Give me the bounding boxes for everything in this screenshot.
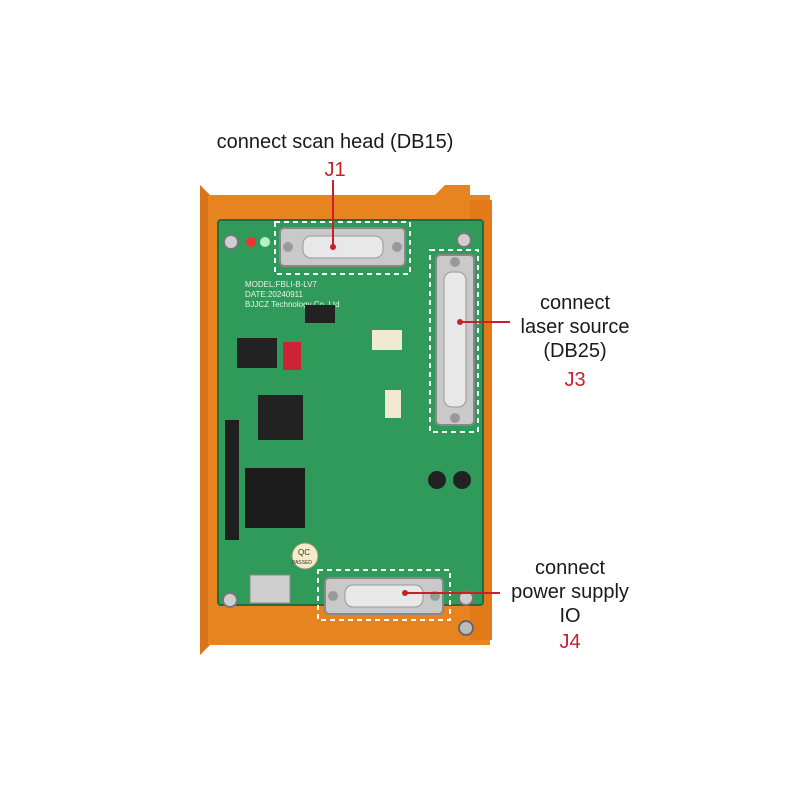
j3-db25-connector <box>435 254 475 426</box>
usb-port <box>249 574 291 604</box>
callout-power-line-3: IO <box>559 605 581 627</box>
screw-icon <box>223 234 239 250</box>
j4-power-io-connector <box>324 577 444 615</box>
qc-text: QC <box>298 548 310 557</box>
fpga-chip <box>245 468 305 528</box>
cpu-chip <box>258 395 303 440</box>
optocoupler <box>385 390 401 418</box>
callout-scan-head-code: J1 <box>324 159 346 181</box>
led-red-icon <box>246 237 256 247</box>
led-green-icon <box>260 237 270 247</box>
callout-power-line-1: connect <box>534 557 606 579</box>
callout-leaders <box>330 180 510 596</box>
callout-laser-line-3: (DB25) <box>543 340 607 362</box>
screw-icon <box>222 592 238 608</box>
callout-power-supply-code: J4 <box>559 631 581 653</box>
callout-power-supply: connect power supply IO <box>490 556 650 628</box>
silkscreen-company: BJJCZ Technology Co.,Ltd <box>245 300 340 309</box>
j3-highlight-box <box>429 249 479 433</box>
pcb: MODEL:FBLI-B-LV7 DATE:20240911 BJJCZ Tec… <box>217 219 484 621</box>
pin-header <box>225 420 239 540</box>
relay <box>372 330 402 350</box>
callout-scan-head: connect scan head (DB15) <box>216 131 454 153</box>
j4-highlight-box <box>317 569 451 621</box>
capacitor <box>453 471 471 489</box>
ic-chip <box>305 305 335 323</box>
j1-db15-connector <box>279 227 406 267</box>
callout-power-line-2: power supply <box>511 581 629 603</box>
callout-laser-line-1: connect <box>539 292 611 314</box>
callout-laser-line-2: laser source <box>520 316 630 338</box>
callout-laser-source: connect laser source (DB25) <box>500 291 650 363</box>
screw-icon <box>458 590 474 606</box>
callout-laser-source-code: J3 <box>564 369 586 391</box>
screw-icon <box>456 232 472 248</box>
dip-switch <box>283 342 301 370</box>
memory-chip <box>237 338 277 368</box>
silkscreen-date: DATE:20240911 <box>245 290 304 299</box>
qc-sticker <box>291 542 319 570</box>
capacitor <box>428 471 446 489</box>
qc-subtext: PASSED <box>292 560 312 566</box>
j1-highlight-box <box>274 221 411 275</box>
silkscreen-model: MODEL:FBLI-B-LV7 <box>245 280 317 289</box>
